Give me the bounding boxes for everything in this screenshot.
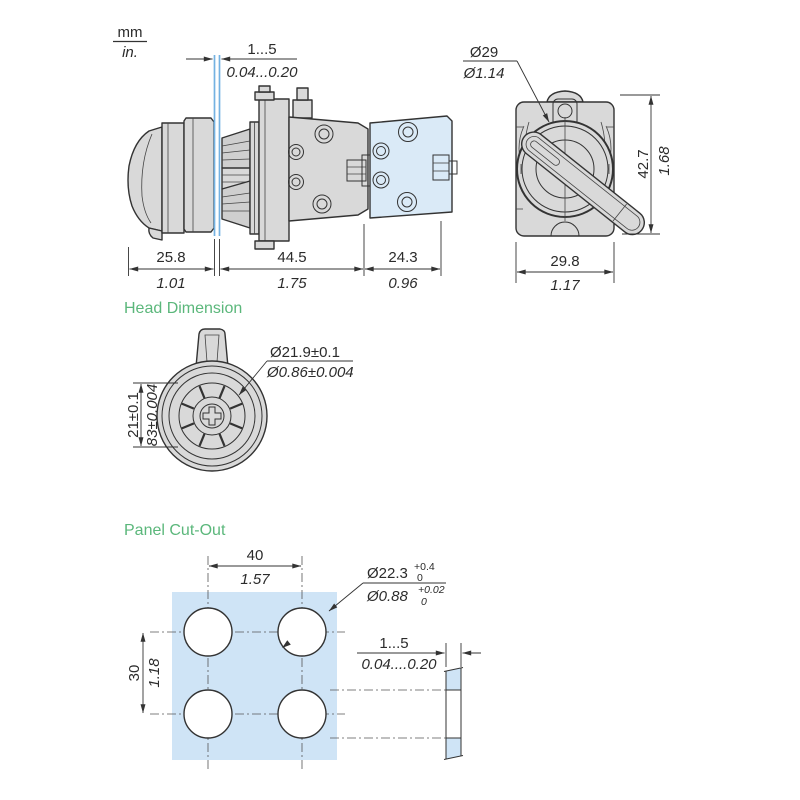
dim-head-height: 21±0.1 83±0.004 xyxy=(125,382,178,448)
dim-front-width: 29.8 1.17 xyxy=(515,242,615,294)
serrated-ring-lower xyxy=(221,180,251,229)
head-lever xyxy=(195,328,229,368)
top-post-small xyxy=(296,87,309,101)
body-depth-mm: 44.5 xyxy=(277,249,306,266)
panel-cutout-heading: Panel Cut-Out xyxy=(124,522,226,539)
head-dia-in: Ø0.86±0.004 xyxy=(266,364,354,381)
side-view xyxy=(127,55,458,250)
strip-bottom-fill xyxy=(446,738,461,759)
pitch-v-in: 1.18 xyxy=(146,658,163,688)
dim-hole-pitch-horizontal: 40 1.57 xyxy=(208,547,302,588)
block-latch-step xyxy=(448,160,458,175)
head-outer-circle xyxy=(156,360,268,472)
unit-indicator: mm in. xyxy=(113,24,147,61)
knob-base-ring xyxy=(161,122,185,234)
top-post xyxy=(292,99,313,119)
head-dimension-heading: Head Dimension xyxy=(124,300,242,317)
head-hub xyxy=(192,396,232,436)
head-height-mm: 21±0.1 xyxy=(125,392,142,438)
plate-bottom-notch xyxy=(550,221,580,237)
body-depth-in: 1.75 xyxy=(277,275,307,292)
head-depth-mm: 25.8 xyxy=(156,249,185,266)
dim-panel-gap-top: 1...5 0.04...0.20 xyxy=(186,41,298,81)
pitch-h-mm: 40 xyxy=(247,547,264,564)
head-rear-view xyxy=(156,328,268,472)
thickness-in: 0.04....0.20 xyxy=(361,656,437,673)
body-clip xyxy=(346,159,367,182)
bezel-dia-mm: Ø29 xyxy=(470,44,498,61)
callout-hole-diameter: Ø22.3 +0.4 0 Ø0.88 +0.02 0 xyxy=(282,561,446,648)
hole-dia-mm-tol-upper: +0.4 xyxy=(414,561,435,573)
head-depth-in: 1.01 xyxy=(156,275,185,292)
gap-mm-value: 1...5 xyxy=(247,41,276,58)
bezel-dia-in: Ø1.14 xyxy=(463,65,505,82)
front-width-in: 1.17 xyxy=(550,277,580,294)
cutout-hole xyxy=(183,607,233,657)
contact-block xyxy=(369,115,458,219)
unit-mm-label: mm xyxy=(118,24,143,41)
strip-hole-band xyxy=(446,690,461,738)
knob-lip xyxy=(148,227,163,241)
hole-dia-in-tol-upper: +0.02 xyxy=(418,584,445,596)
selector-lever xyxy=(520,131,646,236)
front-width-mm: 29.8 xyxy=(550,253,579,270)
dim-side-depths: 25.8 1.01 44.5 1.75 24.3 0.96 xyxy=(128,221,442,292)
cutout-hole xyxy=(277,607,327,657)
callout-head-diameter: Ø21.9±0.1 Ø0.86±0.004 xyxy=(238,344,354,396)
pitch-h-in: 1.57 xyxy=(240,571,270,588)
cutout-hole xyxy=(277,689,327,739)
selector-head-side xyxy=(127,117,215,241)
front-height-in: 1.68 xyxy=(656,146,673,176)
pitch-v-mm: 30 xyxy=(126,665,143,682)
thickness-mm: 1...5 xyxy=(379,635,408,652)
flange-plate xyxy=(258,98,290,242)
knob-lever-side xyxy=(127,126,163,232)
diameter-arrow-inner xyxy=(282,640,291,648)
head-height-in: 83±0.004 xyxy=(144,384,161,446)
bottom-tab xyxy=(254,240,275,250)
head-dia-mm: Ø21.9±0.1 xyxy=(270,344,340,361)
screw-boss xyxy=(199,403,225,429)
hole-dia-mm-tol-lower: 0 xyxy=(417,572,423,584)
body-outline xyxy=(288,116,369,222)
gap-in-value: 0.04...0.20 xyxy=(227,64,299,81)
dim-panel-thickness-bottom: 1...5 0.04....0.20 xyxy=(357,635,481,673)
callout-bezel-diameter: Ø29 Ø1.14 xyxy=(463,44,550,123)
strip-top-fill xyxy=(446,668,461,690)
front-height-mm: 42.7 xyxy=(635,149,652,178)
top-tab-small xyxy=(258,85,271,93)
panel-lines xyxy=(213,55,221,236)
hole-dia-in: Ø0.88 xyxy=(366,588,409,605)
front-view xyxy=(515,90,646,237)
plate-top-bump xyxy=(546,90,584,103)
contact-block-outline xyxy=(369,115,453,219)
block-depth-in: 0.96 xyxy=(388,275,418,292)
hole-dia-mm: Ø22.3 xyxy=(367,565,408,582)
panel-side-section xyxy=(443,667,464,760)
hole-dia-in-tol-lower: 0 xyxy=(421,596,427,608)
block-depth-mm: 24.3 xyxy=(388,249,417,266)
dim-front-height: 42.7 1.68 xyxy=(620,94,673,235)
dim-hole-pitch-vertical: 30 1.18 xyxy=(126,632,163,714)
head-spokes xyxy=(181,385,243,447)
top-tab xyxy=(254,91,275,101)
lever-slot xyxy=(530,140,560,166)
cutout-hole xyxy=(183,689,233,739)
switch-body xyxy=(288,116,374,222)
lever-outline xyxy=(520,131,646,236)
unit-in-label: in. xyxy=(122,44,138,61)
mounting-parts xyxy=(221,85,313,250)
knob-contour-line xyxy=(141,133,153,224)
phillips-screw-icon xyxy=(202,406,222,426)
head-bezel-side xyxy=(183,117,215,233)
panel-cutout-view xyxy=(150,556,446,772)
